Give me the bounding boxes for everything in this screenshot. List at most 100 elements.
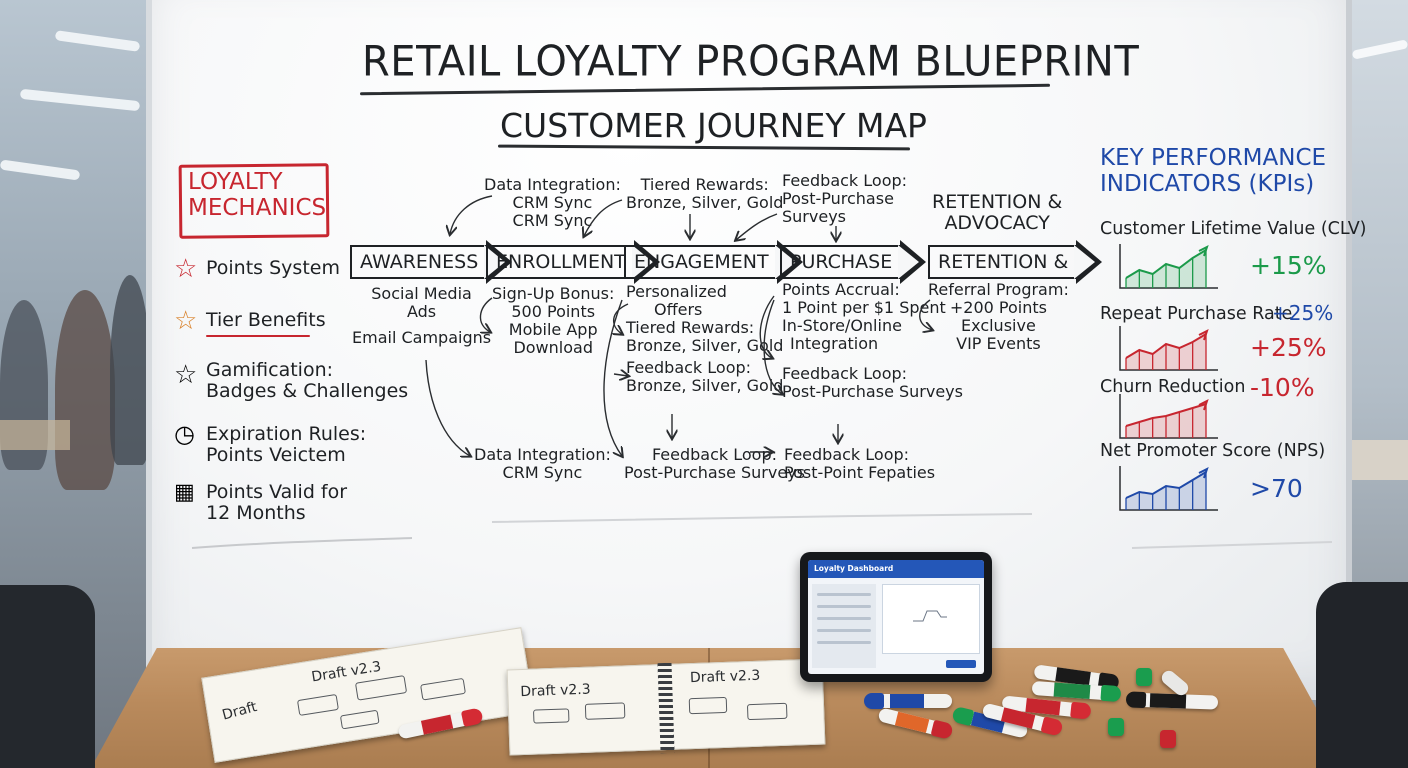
note-line: Offers: [626, 301, 783, 319]
marker-band: [890, 694, 924, 708]
erased-mark: [492, 514, 1032, 522]
star-outline-icon: ☆: [174, 362, 197, 388]
mechanic-item: Tier Benefits: [206, 310, 326, 331]
mechanic-line: Points Veictem: [206, 445, 366, 466]
note-line: Feedback Loop:: [626, 359, 783, 377]
note-line: Download: [492, 339, 614, 357]
tablet-sidebar: [812, 584, 876, 668]
note-line: CRM Sync: [484, 194, 621, 212]
sketch-box: [533, 708, 569, 723]
sketch-box: [585, 702, 626, 719]
note-line: CRM Sync: [474, 464, 611, 482]
chart-line: [1126, 472, 1206, 498]
chart-arrow-head: [1199, 247, 1207, 256]
note-line: CRM Sync: [484, 212, 621, 230]
ceiling-light: [1352, 39, 1408, 59]
tier-underline: [206, 335, 310, 337]
heading-line: MECHANICS: [188, 196, 326, 222]
sketch-box: [297, 694, 339, 716]
arrow-head: [900, 240, 926, 284]
notebook-label: Draft v2.3: [520, 682, 591, 700]
kpi-value: >70: [1250, 475, 1303, 503]
stage-engagement: ENGAGEMENT: [624, 240, 803, 284]
note-line: Email Campaigns: [352, 329, 491, 347]
note-line: Exclusive: [928, 317, 1069, 335]
note-line: Tiered Rewards:: [626, 319, 783, 337]
office-chair-right: [1316, 582, 1408, 768]
note-line: Feedback Loop:: [782, 172, 907, 190]
chart-area: [1126, 404, 1206, 438]
ceiling-light: [20, 89, 140, 111]
note-line: VIP Events: [928, 335, 1069, 353]
chart-axis: [1120, 394, 1218, 438]
stage-label: ENGAGEMENT: [624, 245, 777, 279]
note-line: Bronze, Silver, Gold: [626, 377, 783, 395]
star-outline-orange-icon: ☆: [174, 308, 197, 334]
blue-marker: [866, 694, 952, 708]
chart-area: [1126, 334, 1206, 370]
ceiling-light: [0, 159, 80, 180]
note-line: Data Integration:: [474, 446, 611, 464]
notes-engagement: Personalized Offers Tiered Rewards: Bron…: [626, 283, 783, 394]
blurred-person: [55, 290, 115, 490]
note-line: Post-Point Fepaties: [784, 464, 935, 482]
sketch-box: [689, 697, 728, 714]
sketch-box: [747, 703, 788, 720]
note-line: Referral Program:: [928, 281, 1069, 299]
notes-enrollment: Sign-Up Bonus: 500 Points Mobile App Dow…: [492, 285, 614, 357]
tablet-chart: [883, 585, 979, 645]
chart-arrow-head: [1199, 331, 1207, 340]
tablet-screen[interactable]: Loyalty Dashboard: [808, 560, 984, 674]
kpi-trend-chart: [1120, 326, 1218, 370]
mechanic-line: Tier Benefits: [206, 310, 326, 331]
stage-label: PURCHASE: [780, 245, 900, 279]
note-data-integration-bottom: Data Integration: CRM Sync: [474, 446, 611, 482]
stage-label: ENROLLMENT: [486, 245, 634, 279]
note-line: Personalized: [626, 283, 783, 301]
marker-cap: [1100, 685, 1121, 702]
board-title: RETAIL LOYALTY PROGRAM BLUEPRINT: [362, 39, 1139, 86]
kpi-trend-chart: [1120, 244, 1218, 288]
kpi-label: Repeat Purchase Rate: [1100, 305, 1292, 325]
header-line: RETENTION &: [932, 192, 1062, 213]
erased-mark: [192, 538, 412, 548]
note-line: +200 Points: [928, 299, 1069, 317]
board-subtitle: CUSTOMER JOURNEY MAP: [500, 108, 927, 145]
mechanic-item: Points System: [206, 258, 340, 279]
notebook-label: Draft v2.3: [690, 668, 761, 686]
note-line: Bronze, Silver, Gold: [626, 337, 783, 355]
note-line: Surveys: [782, 208, 907, 226]
note-line: Feedback Loop:: [624, 446, 805, 464]
chart-line: [1126, 404, 1206, 426]
tablet-button[interactable]: [946, 660, 976, 668]
mechanic-item: Gamification: Badges & Challenges: [206, 360, 408, 403]
green-marker-cap: [1108, 718, 1124, 736]
star-outline-red-icon: ☆: [174, 256, 197, 282]
note-line: Ads: [352, 303, 491, 321]
notebook-spiral: [657, 663, 674, 753]
notebook-right: Draft v2.3 Draft v2.3: [507, 659, 826, 756]
tablet-dashboard-title: Loyalty Dashboard: [808, 560, 984, 578]
mechanic-line: Badges & Challenges: [206, 381, 408, 402]
kpi-label: Net Promoter Score (NPS): [1100, 442, 1325, 462]
sketch-box: [340, 710, 380, 730]
kpi-label-value: +25%: [1272, 302, 1333, 324]
background-desk: [0, 420, 70, 450]
note-line: Social Media: [352, 285, 491, 303]
mechanic-line: Expiration Rules:: [206, 424, 366, 445]
note-tiered-rewards-top: Tiered Rewards: Bronze, Silver, Gold: [626, 176, 783, 212]
note-data-integration-top: Data Integration: CRM Sync CRM Sync: [484, 176, 621, 230]
note-feedback-loop-bottom: Feedback Loop: Post-Purchase Surveys: [624, 446, 805, 482]
sketch-box: [420, 678, 466, 701]
note-line: Feedback Loop:: [784, 446, 935, 464]
note-line: Feedback Loop:: [782, 365, 963, 383]
kpi-label: Customer Lifetime Value (CLV): [1100, 220, 1367, 240]
kpi-value: +15%: [1250, 252, 1327, 280]
notes-retention: Referral Program: +200 Points Exclusive …: [928, 281, 1069, 353]
chart-axis: [1120, 244, 1218, 288]
notebook-label: Draft: [220, 699, 258, 724]
stage-label: AWARENESS: [350, 245, 486, 279]
heading-line: INDICATORS (KPIs): [1100, 172, 1326, 198]
chart-area: [1126, 472, 1206, 510]
mechanic-line: 12 Months: [206, 503, 347, 524]
